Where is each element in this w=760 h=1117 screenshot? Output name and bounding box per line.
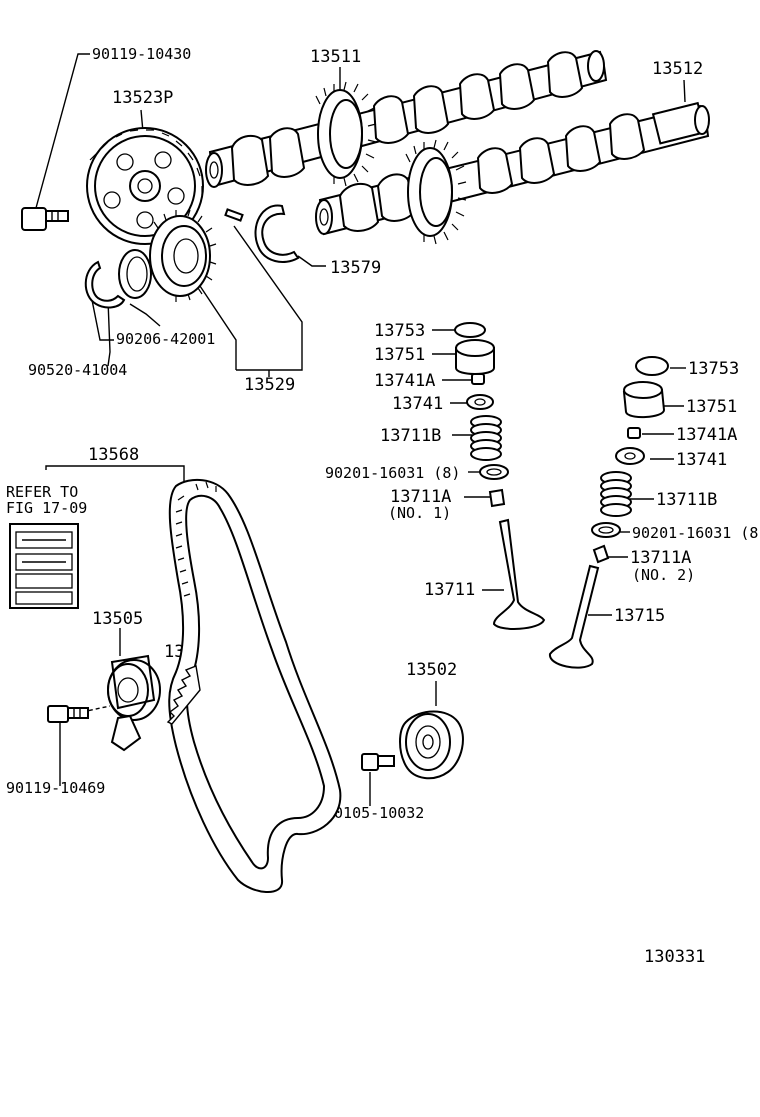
timing-belt-13568 [168,478,342,894]
snap-ring-90520-41004 [84,260,126,309]
refer-note-line-1: REFER TO [6,483,78,501]
pin-13529 [224,208,244,222]
label-13579: 13579 [330,258,381,278]
tensioner-13505 [81,654,161,752]
label-13511: 13511 [310,47,361,67]
label-90201-16031-left: 90201-16031 (8) [325,464,460,482]
refer-placard [9,523,79,609]
valve-stack-left [454,322,546,630]
camshaft-13512 [315,101,710,245]
label-90520-41004: 90520-41004 [28,361,127,379]
refer-note-line-2: FIG 17-09 [6,499,87,517]
label-90201-16031-right: 90201-16031 (8 [632,524,758,542]
label-13568: 13568 [88,445,139,465]
seal-13711A-left [488,488,506,508]
label-13711B-left: 13711B [380,426,441,446]
label-13711: 13711 [424,580,475,600]
label-13711A-right: 13711A [630,548,691,568]
label-13751-right: 13751 [686,397,737,417]
shim-13753-right [635,356,669,376]
label-13711A-left: 13711A [390,487,451,507]
label-13741-left: 13741 [392,394,443,414]
label-no2: (NO. 2) [632,566,695,584]
camshaft-13511 [205,50,608,188]
label-13523P: 13523P [112,88,173,108]
diagram-id: 130331 [644,947,705,967]
keeper-13741A-left [471,373,485,385]
label-13753-right: 13753 [688,359,739,379]
keeper-13741A-right [627,427,641,439]
valve-stack-right [549,356,669,669]
snap-ring-13579 [254,204,300,263]
cam-pulley-13523P [86,127,204,245]
label-90119-10469: 90119-10469 [6,779,105,797]
label-13512: 13512 [652,59,703,79]
label-90105-10032: 90105-10032 [325,804,424,822]
bolt-90119-10469 [47,705,89,723]
spring-13711B-left [470,415,502,461]
label-13505: 13505 [92,609,143,629]
timing-gear-13529 [149,209,217,302]
bolt-90119-10430 [21,207,69,231]
spring-13711B-right [600,471,632,517]
seal-13711A-right [592,544,610,564]
spring-13505A [166,665,201,725]
label-13502: 13502 [406,660,457,680]
label-90206-42001: 90206-42001 [116,330,215,348]
valve-13715 [549,564,600,669]
label-13741A-left: 13741A [374,371,435,391]
label-13753-left: 13753 [374,321,425,341]
label-13711B-right: 13711B [656,490,717,510]
label-90119-10430: 90119-10430 [92,45,191,63]
washer-90206-42001 [118,249,152,299]
shim-13753-left [454,322,486,338]
valve-13711 [492,518,546,630]
label-13751-left: 13751 [374,345,425,365]
label-no1: (NO. 1) [388,504,451,522]
bolt-90105-10032 [361,753,395,771]
label-13741A-right: 13741A [676,425,737,445]
label-13741-right: 13741 [676,450,727,470]
label-13529: 13529 [244,375,295,395]
idler-13502 [399,710,464,780]
label-13715: 13715 [614,606,665,626]
